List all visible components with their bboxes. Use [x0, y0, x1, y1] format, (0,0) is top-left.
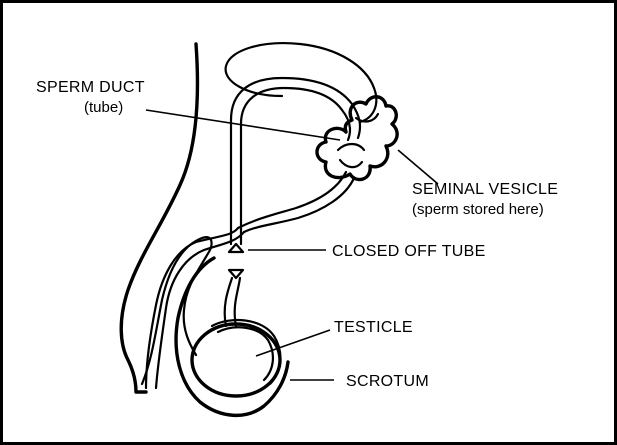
ejaculatory-duct-outer [244, 178, 354, 232]
urethra-inner [156, 232, 244, 388]
closed-tube-lower-tie [229, 270, 243, 278]
label-sperm-duct: SPERM DUCT [36, 79, 145, 96]
seminal-vesicle-fold-3 [340, 160, 362, 167]
label-seminal-vesicle: SEMINAL VESICLE [412, 181, 558, 198]
body-outline [121, 44, 197, 392]
closed-tube-upper-tie [229, 244, 243, 252]
label-scrotum: SCROTUM [346, 373, 429, 390]
bladder-outline [226, 43, 377, 122]
leader-seminal-vesicle [398, 150, 438, 184]
label-seminal-vesicle-sub: (sperm stored here) [412, 201, 544, 218]
label-sperm-duct-sub: (tube) [84, 99, 123, 116]
lower-duct-right [235, 278, 240, 326]
lower-duct-left [225, 278, 232, 326]
label-closed-off-tube: CLOSED OFF TUBE [332, 243, 486, 260]
label-testicle: TESTICLE [334, 319, 413, 336]
seminal-vesicle-fold-1 [338, 144, 364, 150]
testicle-shape [192, 324, 280, 396]
